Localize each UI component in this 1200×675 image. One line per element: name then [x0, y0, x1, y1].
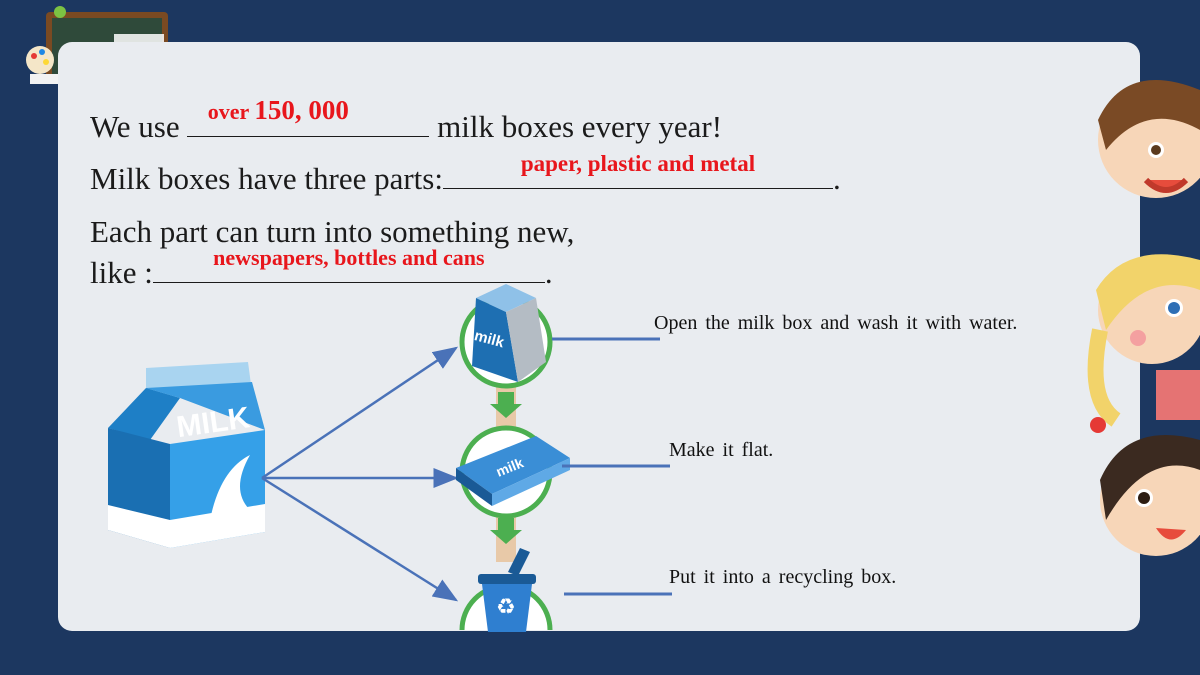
cartoon-kids-decoration-icon: [1087, 80, 1200, 556]
sentence-line-2: Milk boxes have three parts: paper, plas…: [90, 151, 841, 199]
sentence-1-after: milk boxes every year!: [429, 109, 723, 144]
answer-1: over 150, 000: [157, 89, 399, 132]
step-3-text: Put it into a recycling box.: [669, 566, 897, 588]
sentence-1-before: We use: [90, 109, 188, 144]
sentence-line-1: We use over 150, 000 milk boxes every ye…: [90, 95, 723, 147]
step-1-milk-box-icon: milk: [459, 284, 553, 389]
milk-carton-icon: MILK: [108, 362, 265, 548]
sentence-4-after: .: [544, 255, 553, 290]
answer-1-small: over: [207, 99, 255, 124]
step-1-text: Open the milk box and wash it with water…: [654, 312, 1018, 334]
step-2-text: Make it flat.: [669, 439, 774, 461]
sentence-2-before: Milk boxes have three parts:: [90, 161, 443, 196]
answer-1-big: 150, 000: [254, 95, 349, 125]
answer-4: newspapers, bottles and cans: [213, 245, 485, 270]
answer-blank-4: newspapers, bottles and cans: [152, 245, 545, 283]
sentence-line-3: Each part can turn into something new,: [90, 214, 575, 249]
step-3-recycling-bin-icon: ♻: [459, 548, 553, 632]
answer-blank-1: over 150, 000: [187, 95, 430, 137]
answer-2: paper, plastic and metal: [520, 151, 756, 176]
sentence-2-after: .: [832, 161, 841, 196]
recycle-symbol-icon: ♻: [496, 595, 516, 620]
sentence-line-4: like : newspapers, bottles and cans .: [90, 245, 553, 293]
sentence-4-before: like :: [90, 255, 153, 290]
step-2-flat-box-icon: milk: [456, 425, 570, 519]
answer-blank-2: paper, plastic and metal: [442, 151, 833, 189]
